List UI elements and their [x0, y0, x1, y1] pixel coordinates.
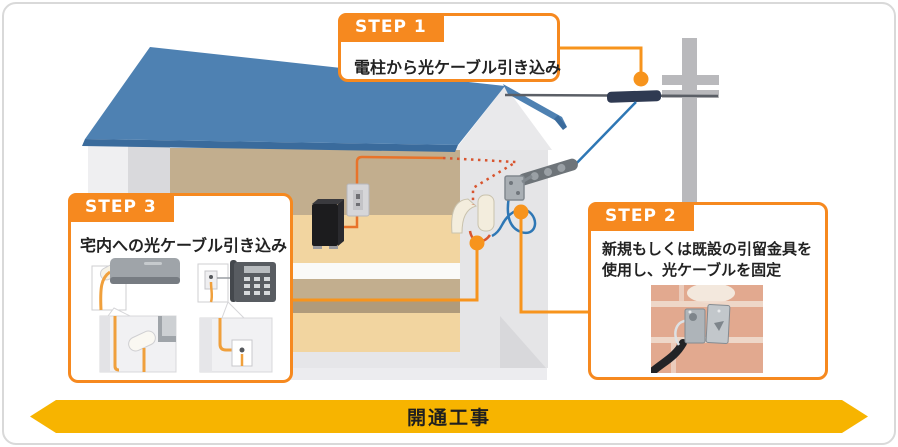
outlet-to-onu-cable: [340, 216, 359, 229]
onu-foot: [313, 246, 322, 249]
screw: [717, 309, 721, 313]
onu-router: [312, 199, 344, 249]
bracket-plate: [504, 175, 525, 201]
wall-conduits: [451, 194, 495, 234]
wedge-clamp: [518, 158, 578, 186]
mortar-line: [651, 301, 763, 307]
bracket-hole: [689, 313, 697, 321]
roof-eave-edge: [82, 139, 458, 152]
conduit-elbow: [451, 198, 478, 234]
roof-right-edge: [554, 115, 567, 130]
onu-foot: [329, 246, 338, 249]
drop-cable-span: [569, 101, 637, 171]
step2-description-line2: 使用し、光ケーブルを固定: [602, 261, 782, 279]
outlet-slot: [356, 203, 360, 206]
step2-anchor-dot: [513, 204, 529, 220]
outlet-slot: [356, 194, 360, 199]
step3-description: 宅内への光ケーブル引き込み: [80, 236, 288, 255]
callout-connectors: [293, 46, 649, 314]
cable-closure: [606, 90, 662, 103]
phone-screen: [244, 266, 270, 273]
wall-detail-panel-right: [199, 317, 273, 373]
conduit-tube: [477, 194, 495, 232]
outlet-inner: [353, 190, 363, 210]
pole-shaft: [682, 38, 697, 204]
step3-anchor-dot: [469, 235, 485, 251]
step3-callout: STEP 3 宅内への光ケーブル引き込み: [68, 193, 293, 383]
ac-unit-vent: [110, 277, 180, 284]
bracket-hook: [521, 174, 533, 184]
pipe-sleeve: [128, 330, 156, 352]
bracket-hole: [714, 321, 724, 331]
banner-label: 開通工事: [406, 407, 491, 429]
clamp-ridge: [557, 163, 566, 172]
screw: [688, 310, 692, 314]
zoom-wedge: [221, 301, 246, 319]
hidden-cable-dashed-route: [442, 156, 521, 205]
pipe-duct-inner: [162, 316, 176, 336]
wall-layer: [200, 318, 212, 372]
wall-detail-panel-left: [99, 315, 177, 373]
step1-anchor-dot: [633, 71, 649, 87]
wall-layer: [100, 316, 110, 372]
clamp-ridge: [530, 172, 539, 181]
step3-connector-line: [293, 250, 479, 302]
anchor-fitting-photo: [651, 285, 763, 373]
step2-connector-line: [519, 219, 589, 314]
metal-bracket: [684, 304, 731, 344]
orange-cable: [113, 316, 120, 372]
step2-callout: STEP 2 新規もしくは既設の引留金具を 使用し、光ケーブルを固定: [588, 202, 828, 380]
step1-tab: STEP 1: [338, 13, 444, 43]
orange-cable: [209, 281, 214, 303]
crossarm-upper: [662, 75, 719, 85]
mortar-joint: [679, 285, 684, 301]
bracket-hole: [516, 191, 520, 195]
anchor-bracket: [504, 174, 533, 201]
orange-cable: [99, 270, 111, 311]
ac-unit-slit: [144, 262, 162, 265]
utility-pole: [662, 38, 719, 204]
step3-tab: STEP 3: [68, 193, 174, 223]
black-cable: [651, 339, 687, 373]
telephone-group: [197, 260, 276, 303]
onu-side: [338, 199, 344, 246]
indoor-wiring: [312, 155, 444, 249]
outlet-jack: [239, 347, 245, 353]
orange-cable: [218, 318, 234, 352]
base-corner-shade: [500, 316, 546, 368]
step1-description: 電柱から光ケーブル引き込み: [354, 58, 562, 77]
onu-front: [312, 204, 338, 246]
step2-tab: STEP 2: [588, 202, 694, 232]
bracket-hole: [509, 181, 513, 185]
gable-wall: [455, 86, 552, 150]
step2-description-line1: 新規もしくは既設の引留金具を: [602, 240, 813, 258]
blue-roof-main: [85, 47, 505, 145]
crossarm-lower: [662, 90, 719, 98]
air-conditioner-group: [91, 258, 180, 311]
mortar-patch: [687, 285, 735, 303]
step1-callout: STEP 1 電柱から光ケーブル引き込み: [338, 13, 562, 82]
indoor-cable: [355, 155, 444, 185]
outlet-jack: [209, 275, 213, 279]
phone-keypad: [244, 277, 270, 295]
clamp-ridge: [544, 168, 552, 176]
indoor-wiring-illustrations: [91, 258, 276, 373]
onu-top: [312, 199, 344, 204]
step1-connector-line: [560, 46, 643, 72]
bottom-banner-arrow: 開通工事: [30, 400, 868, 433]
step2-description: 新規もしくは既設の引留金具を 使用し、光ケーブルを固定: [602, 239, 812, 281]
